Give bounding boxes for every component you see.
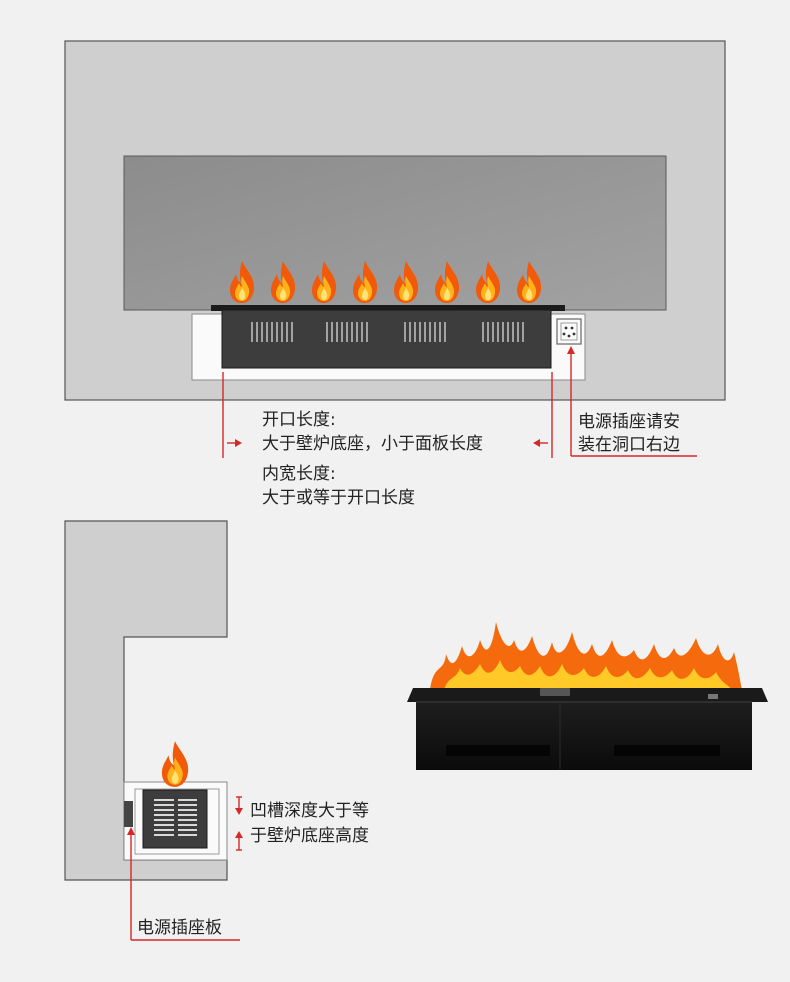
product-control-slot: [540, 688, 570, 696]
opening-length-rule: 大于壁炉底座，小于面板长度: [262, 434, 483, 454]
recess-depth-note-line2: 于壁炉底座高度: [250, 826, 369, 846]
opening-length-title: 开口长度:: [262, 410, 336, 430]
product-top-plate: [407, 688, 768, 702]
vent-grille-2: [326, 322, 368, 342]
vent-grille-3: [404, 322, 446, 342]
fireplace-product-photo: [407, 622, 768, 770]
socket-pointer-line: [567, 346, 697, 457]
socket-board-label: 电源插座板: [137, 918, 222, 938]
side-vent-grille: [154, 799, 197, 836]
socket-position-note-line1: 电源插座请安: [578, 412, 680, 432]
opening-length-markers: [222, 372, 553, 458]
socket-position-note-line2: 装在洞口右边: [578, 435, 680, 455]
product-button: [708, 694, 718, 699]
socket-board: [124, 801, 133, 827]
power-socket-icon: [556, 318, 582, 345]
recess-liner: [134, 788, 220, 855]
socket-board-pointer: [127, 827, 240, 941]
inner-width-rule: 大于或等于开口长度: [262, 488, 415, 508]
front-vent-grilles: [251, 322, 524, 342]
flame-icon: [161, 741, 189, 787]
product-box: [416, 702, 752, 770]
recess-depth-note-line1: 凹槽深度大于等: [250, 801, 369, 821]
vent-grille-1: [251, 322, 293, 342]
fireplace-top-strip: [211, 305, 565, 311]
inner-width-title: 内宽长度:: [262, 464, 336, 484]
vent-grille-4: [482, 322, 524, 342]
fireplace-unit-side: [142, 789, 208, 849]
recess-depth-markers: [235, 796, 243, 851]
